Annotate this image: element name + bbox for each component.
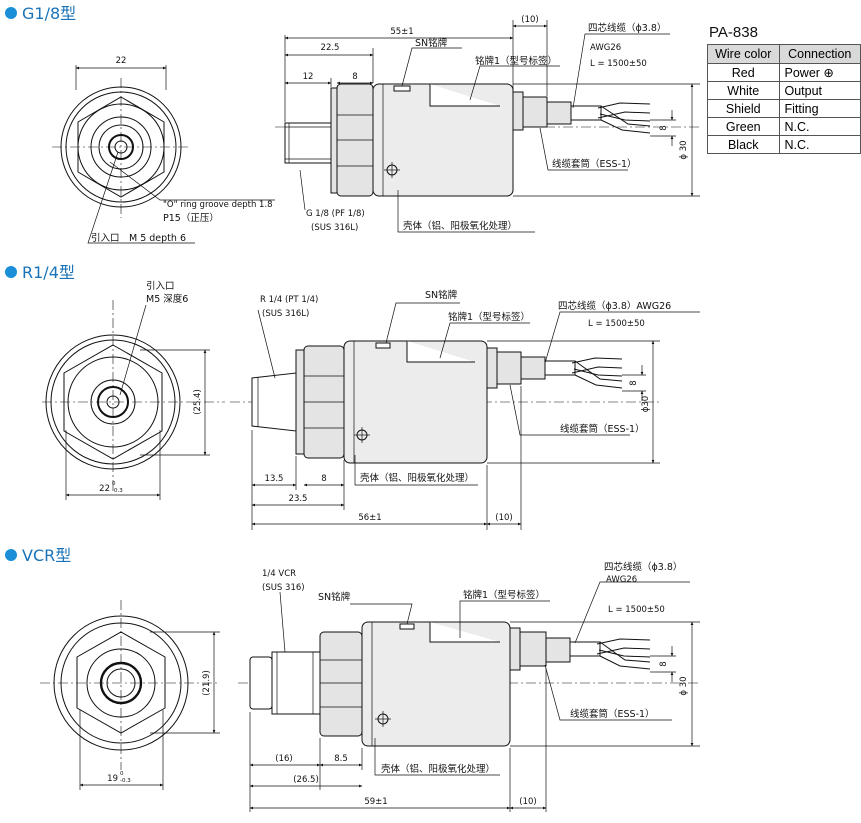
side-view: 55±1 (10) 22.5 12 8 SN铭牌 铭牌1（型号标签） 四芯线缆（… (275, 15, 700, 233)
awg-label: AWG26 (606, 575, 637, 585)
wire-color-cell: White (707, 81, 780, 100)
dia-label: ϕ 30 (679, 676, 689, 695)
tol-hi: 0 (120, 771, 124, 777)
wire-color-cell: Black (707, 135, 780, 154)
dim-width: 22 (116, 56, 127, 66)
tol-hi: 0 (112, 481, 116, 487)
front-view: 引入口 M5 深度6 (25.4) 22 0 -0.3 (42, 281, 225, 500)
dim-cable: (10) (495, 513, 512, 523)
connection-cell: Power ⊕ (778, 63, 861, 82)
connection-cell: N.C. (778, 117, 861, 136)
side-view: R 1/4 (PT 1/4) (SUS 316L) SN铭牌 铭牌1（型号标签）… (230, 289, 700, 530)
table-row: Black N.C. (707, 135, 861, 154)
table-row: Green N.C. (707, 117, 861, 136)
material-label: (SUS 316) (262, 583, 305, 593)
cable-label: 四芯线缆（ϕ3.8）AWG26 (558, 300, 671, 312)
sleeve-label: 线缆套筒（ESS-1） (552, 158, 637, 170)
section-title: R1/4型 (22, 263, 75, 282)
length-label: L = 1500±50 (590, 59, 647, 69)
section-bullet-icon (5, 266, 17, 278)
sn-plate-label: SN铭牌 (425, 289, 458, 301)
dim-13-5: 13.5 (265, 474, 284, 484)
inlet-label-line1: 引入口 (146, 281, 175, 292)
dim-cable: (10) (519, 797, 536, 807)
header-wire-color: Wire color (707, 44, 780, 64)
dim-8-vertical: 8 (629, 380, 639, 385)
pa838-title: PA-838 (709, 24, 758, 41)
housing-label: 壳体（铝、阳极氧化处理） (403, 220, 517, 232)
front-view: 22 "O" ring groove depth 1.8 P15（正压） 引入口… (52, 56, 275, 244)
p15-label: P15（正压） (163, 212, 219, 224)
housing-label: 壳体（铝、阳极氧化处理） (360, 472, 474, 484)
material-label: (SUS 316L) (311, 223, 358, 233)
cable-label: 四芯线缆（ϕ3.8） (604, 561, 682, 573)
inlet-label: 引入口 M 5 depth 6 (91, 233, 186, 244)
dim-width: 22 (99, 484, 110, 494)
material-label: (SUS 316L) (262, 309, 309, 319)
table-row: White Output (707, 81, 861, 100)
thread-label: R 1/4 (PT 1/4) (260, 295, 318, 305)
dim-total: 56±1 (358, 513, 381, 523)
sn-plate-label: SN铭牌 (318, 591, 351, 603)
length-label: L = 1500±50 (608, 605, 665, 615)
section-g18: G1/8型 22 "O" ring groove depth 1.8 P15（正… (5, 4, 700, 244)
thread-label: 1/4 VCR (262, 569, 296, 579)
inlet-label-line2: M5 深度6 (146, 293, 188, 305)
dim-12: 12 (303, 72, 314, 82)
nameplate-label: 铭牌1（型号标签） (463, 589, 545, 601)
side-view: 1/4 VCR (SUS 316) SN铭牌 铭牌1（型号标签） 四芯线缆（ϕ3… (238, 561, 700, 812)
wire-color-cell: Green (707, 117, 780, 136)
oring-label: "O" ring groove depth 1.8 (163, 200, 273, 210)
connection-cell: Output (778, 81, 861, 100)
table-row: Shield Fitting (707, 99, 861, 118)
section-title: VCR型 (22, 546, 71, 565)
connection-cell: Fitting (778, 99, 861, 118)
dim-8: 8 (352, 72, 357, 82)
dim-vertical: (21.9) (202, 670, 212, 696)
dia-label: ϕ30 (641, 396, 651, 412)
section-vcr: VCR型 (21.9) 19 0 -0.3 (5, 546, 700, 812)
sleeve-label: 线缆套筒（ESS-1） (570, 708, 655, 720)
table-header-row: Wire color Connection (707, 44, 861, 64)
section-bullet-icon (5, 7, 17, 19)
dim-23-5: 23.5 (289, 494, 308, 504)
section-title: G1/8型 (22, 4, 76, 23)
cable-label: 四芯线缆（ϕ3.8） (588, 22, 666, 34)
dim-cable: (10) (521, 15, 538, 25)
tol-lo: -0.3 (112, 488, 123, 494)
nameplate-label: 铭牌1（型号标签） (448, 311, 530, 323)
length-label: L = 1500±50 (588, 319, 645, 329)
housing-label: 壳体（铝、阳极氧化处理） (381, 763, 495, 775)
pa838-table-panel: PA-838 Wire color Connection Red Power ⊕… (707, 24, 861, 154)
section-bullet-icon (5, 549, 17, 561)
wire-color-cell: Shield (707, 99, 780, 118)
dim-22-5: 22.5 (321, 43, 340, 53)
thread-label: G 1/8 (PF 1/8) (306, 209, 365, 219)
dim-16: (16) (275, 754, 292, 764)
sleeve-label: 线缆套筒（ESS-1） (560, 423, 645, 435)
front-view: (21.9) 19 0 -0.3 (40, 600, 220, 790)
sn-plate-label: SN铭牌 (415, 37, 448, 49)
dim-vertical: (25.4) (193, 389, 203, 415)
wire-connection-table: Wire color Connection Red Power ⊕ White … (707, 44, 861, 154)
dim-8: 8 (321, 474, 326, 484)
dim-total: 55±1 (390, 27, 413, 37)
dim-8-vertical: 8 (659, 125, 669, 130)
dim-8-5: 8.5 (334, 754, 348, 764)
connection-cell: N.C. (778, 135, 861, 154)
table-row: Red Power ⊕ (707, 63, 861, 82)
section-r14: R1/4型 引入口 M5 深度6 (25.4) 22 0 -0.3 (5, 263, 700, 530)
dim-total: 59±1 (364, 797, 387, 807)
awg-label: AWG26 (590, 43, 621, 53)
wire-color-cell: Red (707, 63, 780, 82)
dim-26-5: (26.5) (293, 775, 319, 785)
tol-lo: -0.3 (120, 778, 131, 784)
dia-label: ϕ 30 (679, 140, 689, 159)
header-connection: Connection (778, 44, 861, 64)
dim-8-vertical: 8 (659, 661, 669, 666)
nameplate-label: 铭牌1（型号标签） (475, 55, 557, 67)
dim-width: 19 (107, 774, 118, 784)
